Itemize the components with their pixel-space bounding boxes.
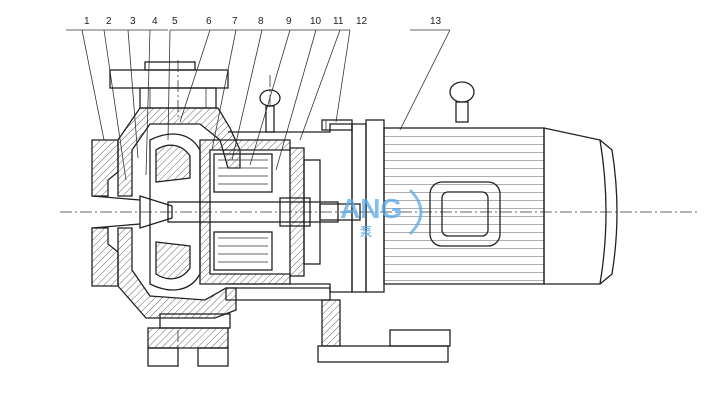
impeller bbox=[139, 133, 201, 291]
electric-motor bbox=[365, 81, 618, 347]
callout-10: 10 bbox=[310, 16, 322, 27]
callout-11: 11 bbox=[333, 16, 344, 27]
watermark-text: ANG bbox=[340, 193, 402, 224]
callout-8: 8 bbox=[258, 16, 264, 27]
pump-casing bbox=[117, 107, 241, 367]
outer-magnet-rotor bbox=[289, 147, 321, 277]
callout-9: 9 bbox=[286, 16, 292, 27]
motor-eyebolt bbox=[449, 81, 475, 103]
terminal-box bbox=[429, 181, 501, 247]
watermark-subtext: 泵 bbox=[360, 225, 372, 239]
callout-4: 4 bbox=[152, 16, 158, 27]
motor-foot bbox=[389, 329, 451, 347]
inner-magnet-rotor bbox=[213, 153, 273, 271]
eyebolt-bracket bbox=[259, 89, 281, 133]
callout-1: 1 bbox=[84, 16, 90, 27]
bracket-bolt bbox=[321, 119, 353, 131]
watermark: ANG 泵 bbox=[340, 188, 423, 239]
callout-2: 2 bbox=[106, 16, 112, 27]
callout-5: 5 bbox=[172, 16, 178, 27]
watermark-arc bbox=[408, 188, 423, 236]
callout-6: 6 bbox=[206, 16, 212, 27]
impeller-eye bbox=[139, 195, 173, 229]
callout-3: 3 bbox=[130, 16, 136, 27]
suction-flange bbox=[91, 139, 141, 287]
callout-7: 7 bbox=[232, 16, 238, 27]
base-plate bbox=[317, 345, 449, 363]
pump-shaft bbox=[167, 197, 361, 227]
callout-12: 12 bbox=[356, 16, 368, 27]
bracket-foot bbox=[321, 299, 341, 347]
callout-13: 13 bbox=[430, 16, 442, 27]
callout-labels: 1 2 3 4 5 6 7 8 9 10 11 12 13 bbox=[84, 16, 442, 27]
